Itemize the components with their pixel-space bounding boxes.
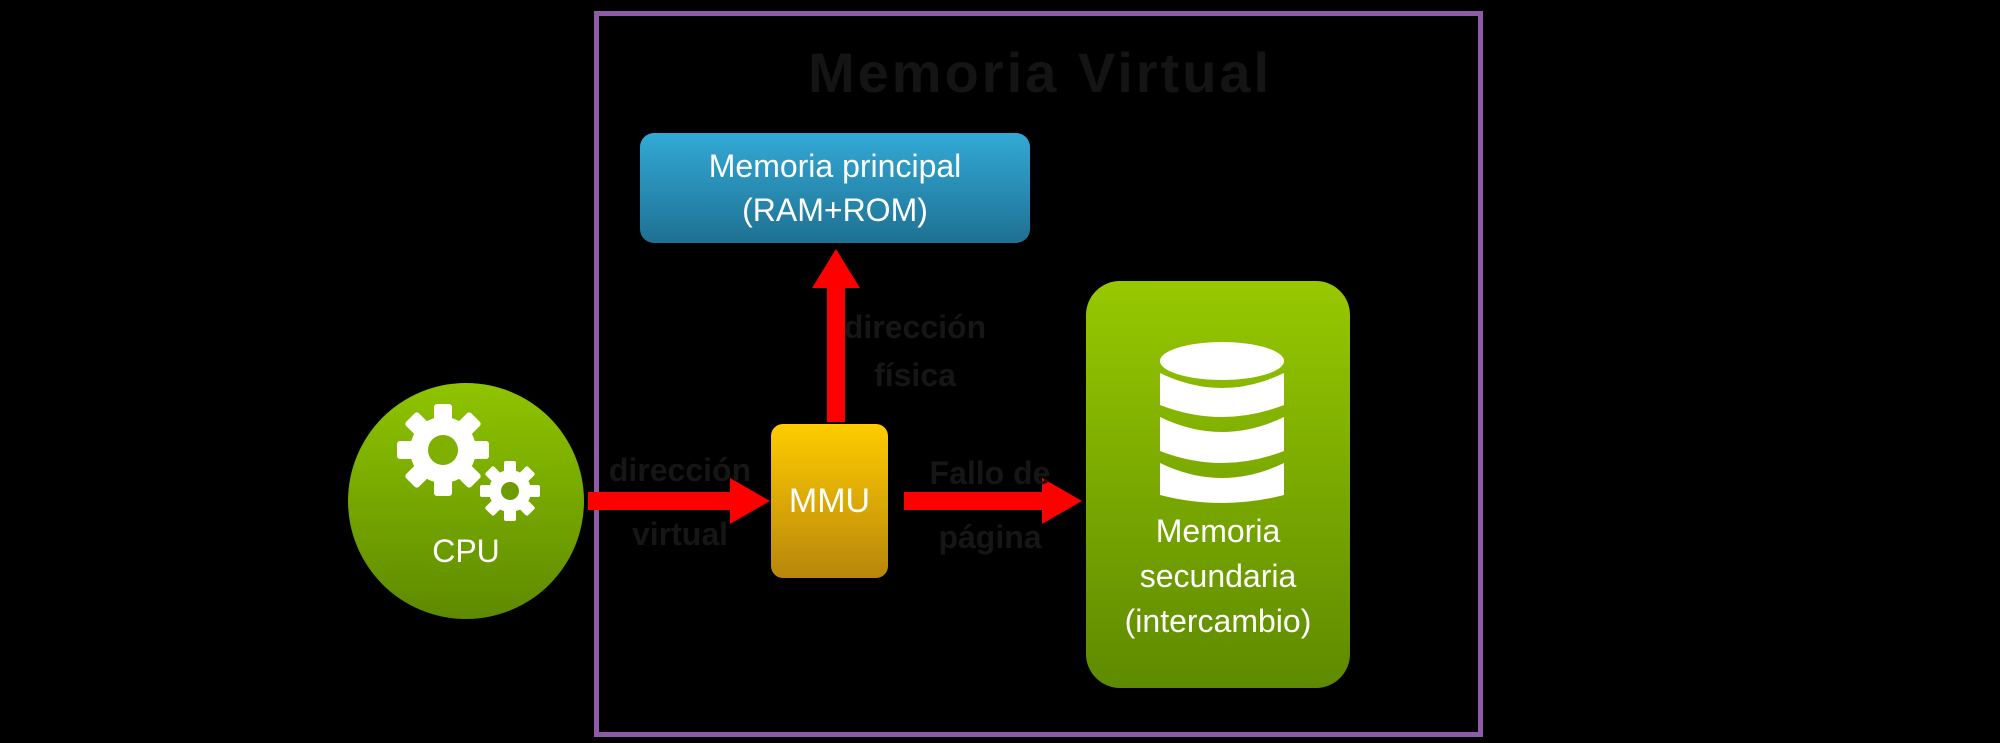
cpu-node: CPU [348,383,584,619]
diagram-title: Memoria Virtual [808,41,1273,104]
edge-label-virtual-address-line1: dirección [608,452,752,488]
secondary-memory-label-line3: (intercambio) [1124,603,1312,639]
edge-label-page-fault: Fallo de página [900,449,1080,561]
main-memory-label-line1: Memoria principal [708,148,962,184]
database-icon [1160,342,1284,503]
secondary-memory-label-line2: secundaria [1139,558,1297,594]
edge-label-physical-address-line1: dirección [843,309,987,345]
cpu-label: CPU [432,533,500,569]
mmu-label: MMU [788,481,871,520]
virtual-memory-frame [594,11,1483,737]
secondary-memory-label-line1: Memoria [1155,513,1281,549]
edge-label-virtual-address-line2: virtual [631,516,729,552]
edge-label-physical-address-line2: física [874,357,956,393]
main-memory-box: Memoria principal (RAM+ROM) [640,133,1030,243]
edge-label-physical-address: dirección física [840,303,990,399]
edge-label-page-fault-line2: página [938,519,1042,555]
arrow-mmu-to-secondary [904,478,1082,524]
gears-icon [397,404,540,521]
arrow-mmu-to-ram [812,249,860,422]
main-memory-label-line2: (RAM+ROM) [742,192,928,228]
mmu-box: MMU [771,424,888,578]
edge-label-virtual-address: dirección virtual [600,446,760,558]
secondary-memory-label: Memoria secundaria (intercambio) [1086,509,1350,644]
edge-label-page-fault-line1: Fallo de [929,455,1051,491]
secondary-memory-box: Memoria secundaria (intercambio) [1086,281,1350,688]
arrow-cpu-to-mmu [588,478,770,524]
